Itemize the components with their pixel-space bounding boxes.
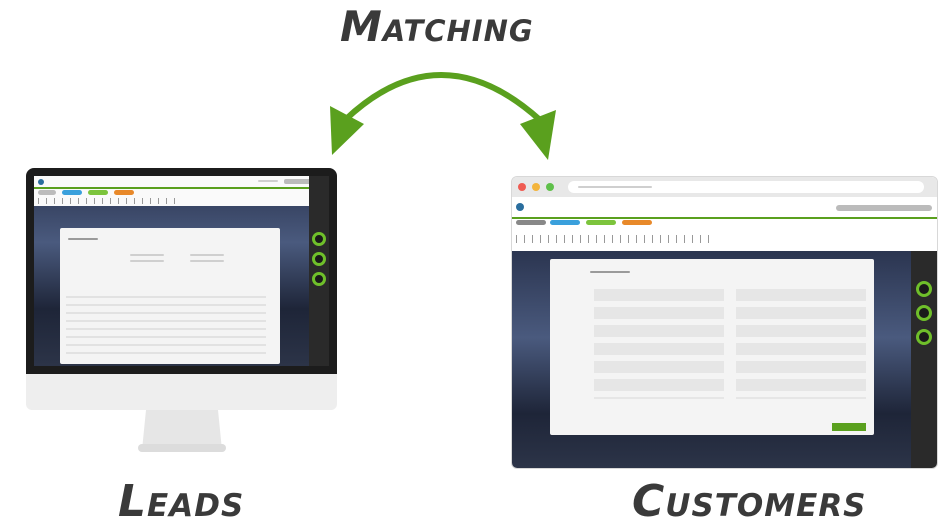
monitor-bezel [26, 168, 337, 374]
app-logo-icon [516, 203, 524, 211]
title-matching: Matching [340, 2, 534, 51]
maximize-window-icon[interactable] [546, 183, 554, 191]
customers-panel [550, 259, 874, 435]
tab-3[interactable] [88, 190, 108, 195]
leads-monitor [26, 168, 337, 452]
tab-1[interactable] [516, 220, 546, 225]
sidebar-ring-icon[interactable] [312, 232, 326, 246]
tab-1[interactable] [38, 190, 56, 195]
monitor-stand [142, 410, 222, 450]
arrowhead-left-icon [330, 106, 364, 155]
leads-toolbar [34, 176, 329, 206]
customers-sidebar [911, 251, 937, 468]
toolbar-icons[interactable] [836, 205, 932, 211]
customers-browser-window [511, 176, 938, 469]
monitor-chin [26, 374, 337, 410]
tab-4[interactable] [622, 220, 652, 225]
leads-table[interactable] [66, 296, 266, 356]
sidebar-ring-icon[interactable] [312, 252, 326, 266]
url-bar[interactable] [568, 181, 924, 193]
browser-chrome [512, 177, 937, 197]
minimize-window-icon[interactable] [532, 183, 540, 191]
tab-2[interactable] [550, 220, 580, 225]
arrowhead-right-icon [520, 110, 556, 160]
customer-fields-right[interactable] [736, 289, 866, 399]
customers-app [512, 197, 937, 468]
sidebar-ring-icon[interactable] [312, 272, 326, 286]
tab-3[interactable] [586, 220, 616, 225]
leads-panel [60, 228, 280, 364]
tab-4[interactable] [114, 190, 134, 195]
sidebar-ring-icon[interactable] [916, 305, 932, 321]
label-customers: Customers [632, 476, 867, 527]
timeline[interactable] [38, 198, 178, 204]
label-leads: Leads [118, 476, 245, 527]
save-button[interactable] [832, 423, 866, 431]
app-logo-icon [38, 179, 44, 185]
sidebar-ring-icon[interactable] [916, 281, 932, 297]
toolbar-field[interactable] [258, 180, 278, 182]
leads-sidebar [309, 176, 329, 366]
timeline[interactable] [516, 235, 716, 243]
monitor-base [138, 444, 226, 452]
toolbar-icons[interactable] [284, 179, 324, 184]
close-window-icon[interactable] [518, 183, 526, 191]
sidebar-ring-icon[interactable] [916, 329, 932, 345]
customer-fields-left[interactable] [594, 289, 724, 399]
tab-2[interactable] [62, 190, 82, 195]
leads-screen [34, 176, 329, 366]
